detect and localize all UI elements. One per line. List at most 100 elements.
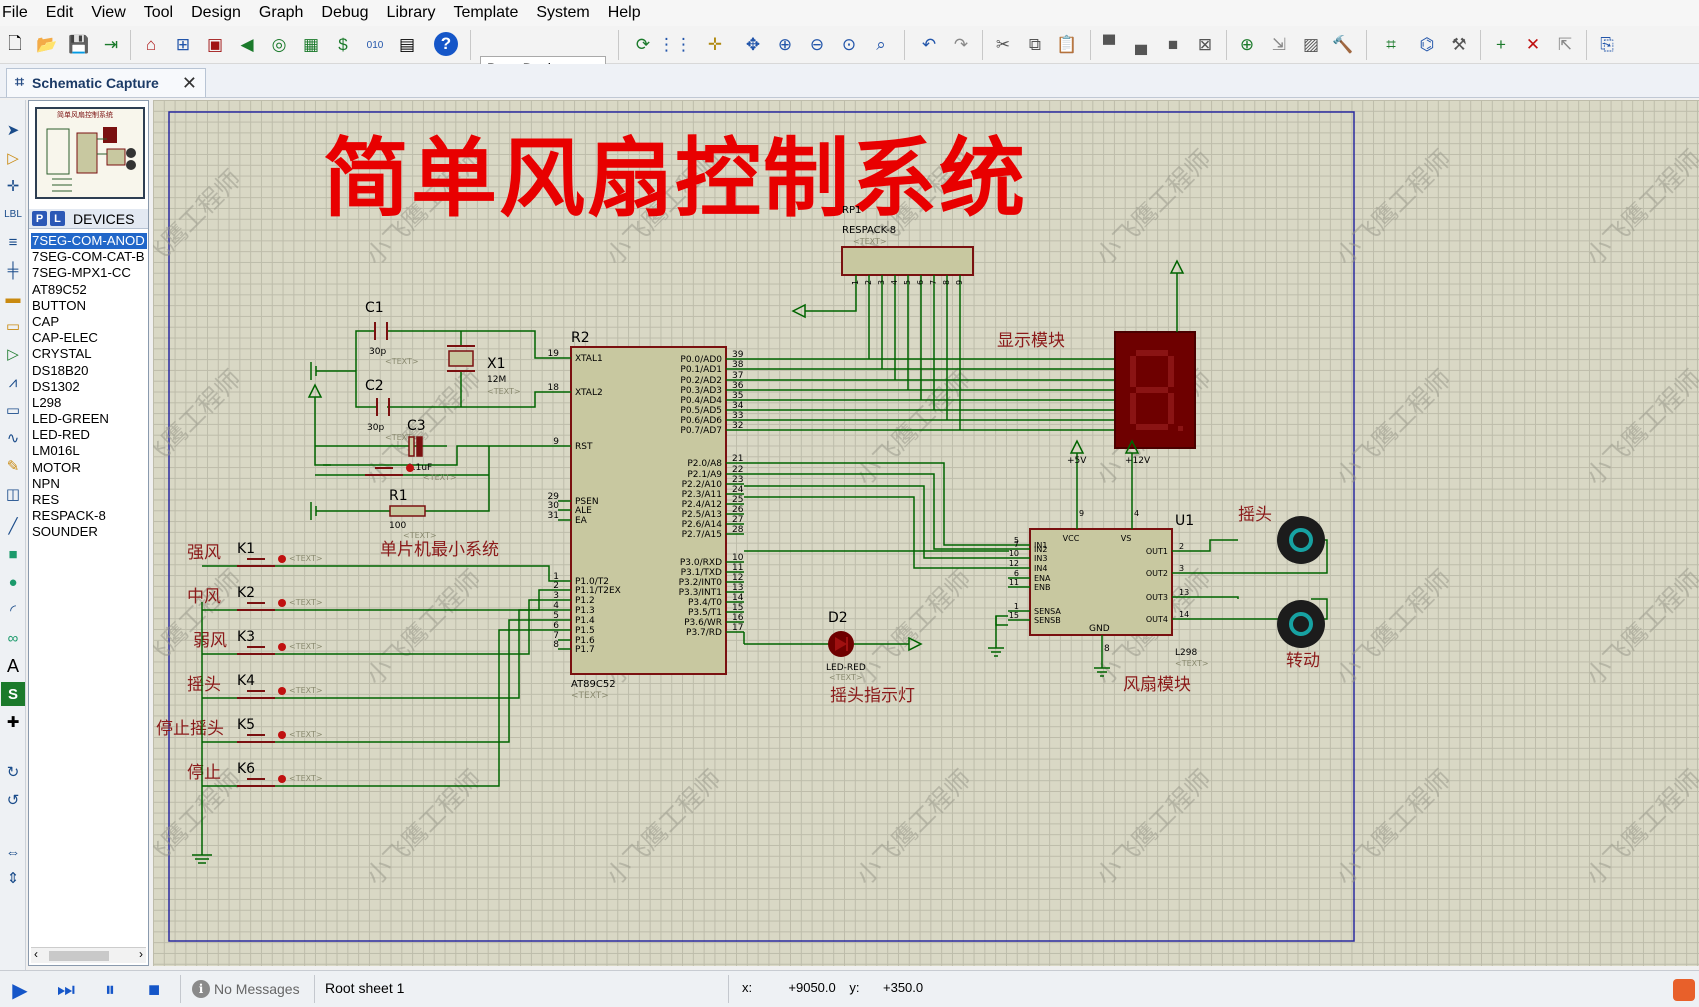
- device-list-scrollbar[interactable]: ‹ ›: [31, 947, 146, 963]
- make-device-icon[interactable]: ⇲: [1271, 35, 1287, 54]
- capacitor-c1[interactable]: C1 30p <TEXT>: [365, 300, 419, 366]
- line-icon[interactable]: ╱: [8, 518, 18, 535]
- overview-preview[interactable]: 简单风扇控制系统: [35, 107, 145, 199]
- text-script-icon[interactable]: ≡: [8, 233, 18, 251]
- chip-icon[interactable]: ▣: [206, 35, 224, 54]
- motor-swing[interactable]: [1277, 516, 1325, 564]
- device-item[interactable]: DS18B20: [32, 362, 89, 378]
- device-item[interactable]: AT89C52: [32, 281, 87, 297]
- redo-icon[interactable]: ↷: [953, 35, 969, 54]
- bus-mode-icon[interactable]: ╪: [7, 261, 19, 279]
- terminal-icon[interactable]: ▭: [5, 318, 21, 335]
- menu-file[interactable]: File: [2, 4, 28, 21]
- 3d-icon[interactable]: ◎: [271, 35, 287, 54]
- device-item[interactable]: 7SEG-MPX1-CC: [32, 265, 131, 281]
- library-manager-button[interactable]: L: [50, 211, 65, 226]
- path-icon[interactable]: ∞: [7, 629, 19, 647]
- device-item[interactable]: SOUNDER: [32, 524, 98, 540]
- device-item[interactable]: DS1302: [32, 378, 80, 394]
- refresh-icon[interactable]: ⟳: [635, 35, 651, 54]
- zoom-all-icon[interactable]: ⊙: [841, 35, 857, 54]
- scroll-right-icon[interactable]: ›: [139, 947, 143, 961]
- menu-view[interactable]: View: [91, 4, 126, 21]
- open-folder-icon[interactable]: 📂: [36, 35, 58, 54]
- search-icon[interactable]: ⌬: [1419, 35, 1435, 54]
- mirror-y-icon[interactable]: ⇕: [6, 870, 20, 887]
- symbol-icon[interactable]: S: [1, 682, 25, 706]
- paste-icon[interactable]: 📋: [1056, 35, 1078, 54]
- menu-tool[interactable]: Tool: [143, 4, 174, 21]
- key-k5[interactable]: K5<TEXT>停止摇头: [156, 619, 558, 743]
- wire-autorouter-icon[interactable]: ⌗: [1386, 35, 1396, 54]
- device-item[interactable]: MOTOR: [32, 459, 81, 475]
- circle-icon[interactable]: ●: [8, 573, 18, 591]
- save-icon[interactable]: 💾: [68, 35, 90, 54]
- undo-icon[interactable]: ↶: [921, 35, 937, 54]
- graph-mode-icon[interactable]: ⩘: [8, 373, 18, 391]
- generator-icon[interactable]: ∿: [6, 430, 20, 447]
- device-item[interactable]: BUTTON: [32, 297, 86, 313]
- pick-devices-button[interactable]: P: [32, 211, 47, 226]
- key-k1[interactable]: K1<TEXT>强风: [187, 541, 558, 582]
- new-sheet-icon[interactable]: +: [1496, 35, 1506, 54]
- key-k4[interactable]: K4<TEXT>摇头: [187, 609, 558, 699]
- bom-icon[interactable]: $: [338, 35, 348, 54]
- decompose-icon[interactable]: 🔨: [1332, 35, 1354, 54]
- menu-design[interactable]: Design: [191, 4, 241, 21]
- capacitor-c3[interactable]: C3 0.1uF <TEXT>: [407, 418, 457, 482]
- device-item[interactable]: L298: [32, 394, 62, 410]
- scroll-left-icon[interactable]: ‹: [34, 947, 38, 961]
- tape-recorder-icon[interactable]: ▭: [5, 402, 21, 419]
- play-icon[interactable]: ▶: [12, 979, 28, 1002]
- close-icon[interactable]: ✕: [181, 72, 197, 93]
- notes-icon[interactable]: ▤: [398, 35, 416, 54]
- device-item[interactable]: RESPACK-8: [32, 508, 106, 524]
- import-icon[interactable]: ⇥: [103, 35, 119, 54]
- crystal-x1[interactable]: X1 12M <TEXT>: [447, 345, 521, 396]
- key-k3[interactable]: K3<TEXT>弱风: [193, 599, 558, 655]
- menu-help[interactable]: Help: [607, 4, 641, 21]
- device-item[interactable]: RES: [32, 492, 60, 507]
- resistor-r1[interactable]: R1 100 <TEXT>: [389, 488, 437, 540]
- origin-icon[interactable]: ✛: [707, 35, 723, 54]
- schematic-canvas[interactable]: 小飞鹰工程师小飞鹰工程师小飞鹰工程师小飞鹰工程师小飞鹰工程师小飞鹰工程师小飞鹰工…: [153, 100, 1699, 966]
- step-icon[interactable]: ⏭: [57, 978, 75, 1001]
- motor-rotate[interactable]: [1277, 600, 1325, 648]
- rotate-cw-icon[interactable]: ↻: [6, 764, 20, 781]
- copy-icon[interactable]: ⧉: [1028, 35, 1042, 54]
- pin-mode-icon[interactable]: ▷: [7, 346, 19, 363]
- block-delete-icon[interactable]: ⊠: [1197, 35, 1213, 54]
- grid-icon[interactable]: ⋮⋮: [658, 35, 692, 54]
- junction-mode-icon[interactable]: ✛: [6, 178, 20, 195]
- block-rotate-icon[interactable]: ■: [1167, 35, 1179, 54]
- marker-icon[interactable]: ✚: [6, 714, 20, 731]
- stop-icon[interactable]: ■: [147, 978, 161, 1001]
- device-item[interactable]: LM016L: [32, 443, 80, 459]
- pause-icon[interactable]: ⏸: [105, 978, 115, 1001]
- remove-sheet-icon[interactable]: ✕: [1525, 35, 1541, 54]
- home-icon[interactable]: ⌂: [145, 35, 157, 54]
- mirror-x-icon[interactable]: ⇔: [5, 843, 21, 861]
- motor-driver-l298[interactable]: U1 L298 <TEXT> 5IN17IN210IN312IN46ENA11E…: [1008, 509, 1209, 668]
- device-item[interactable]: NPN: [32, 475, 60, 491]
- text-icon[interactable]: A: [6, 655, 19, 676]
- zoom-in-icon[interactable]: ⊕: [777, 35, 793, 54]
- component-mode-icon[interactable]: ▷: [7, 150, 19, 167]
- instrument-icon[interactable]: ◫: [5, 486, 21, 503]
- menu-template[interactable]: Template: [453, 4, 519, 21]
- device-item[interactable]: CRYSTAL: [32, 346, 92, 362]
- schematic-icon[interactable]: ⊞: [175, 35, 191, 54]
- device-item[interactable]: 7SEG-COM-ANOD: [31, 233, 147, 250]
- menu-graph[interactable]: Graph: [258, 4, 304, 21]
- menu-debug[interactable]: Debug: [321, 4, 369, 21]
- device-item[interactable]: 7SEG-COM-CAT-B: [32, 249, 145, 265]
- package-tool-icon[interactable]: ▨: [1302, 35, 1320, 54]
- notification-icon[interactable]: [1673, 979, 1695, 1001]
- property-tool-icon[interactable]: ⚒: [1451, 35, 1467, 54]
- binary-icon[interactable]: 010: [366, 39, 384, 51]
- scrollbar-thumb[interactable]: [49, 951, 109, 961]
- block-move-icon[interactable]: ▄: [1134, 35, 1148, 54]
- exit-parent-icon[interactable]: ⇱: [1557, 35, 1573, 54]
